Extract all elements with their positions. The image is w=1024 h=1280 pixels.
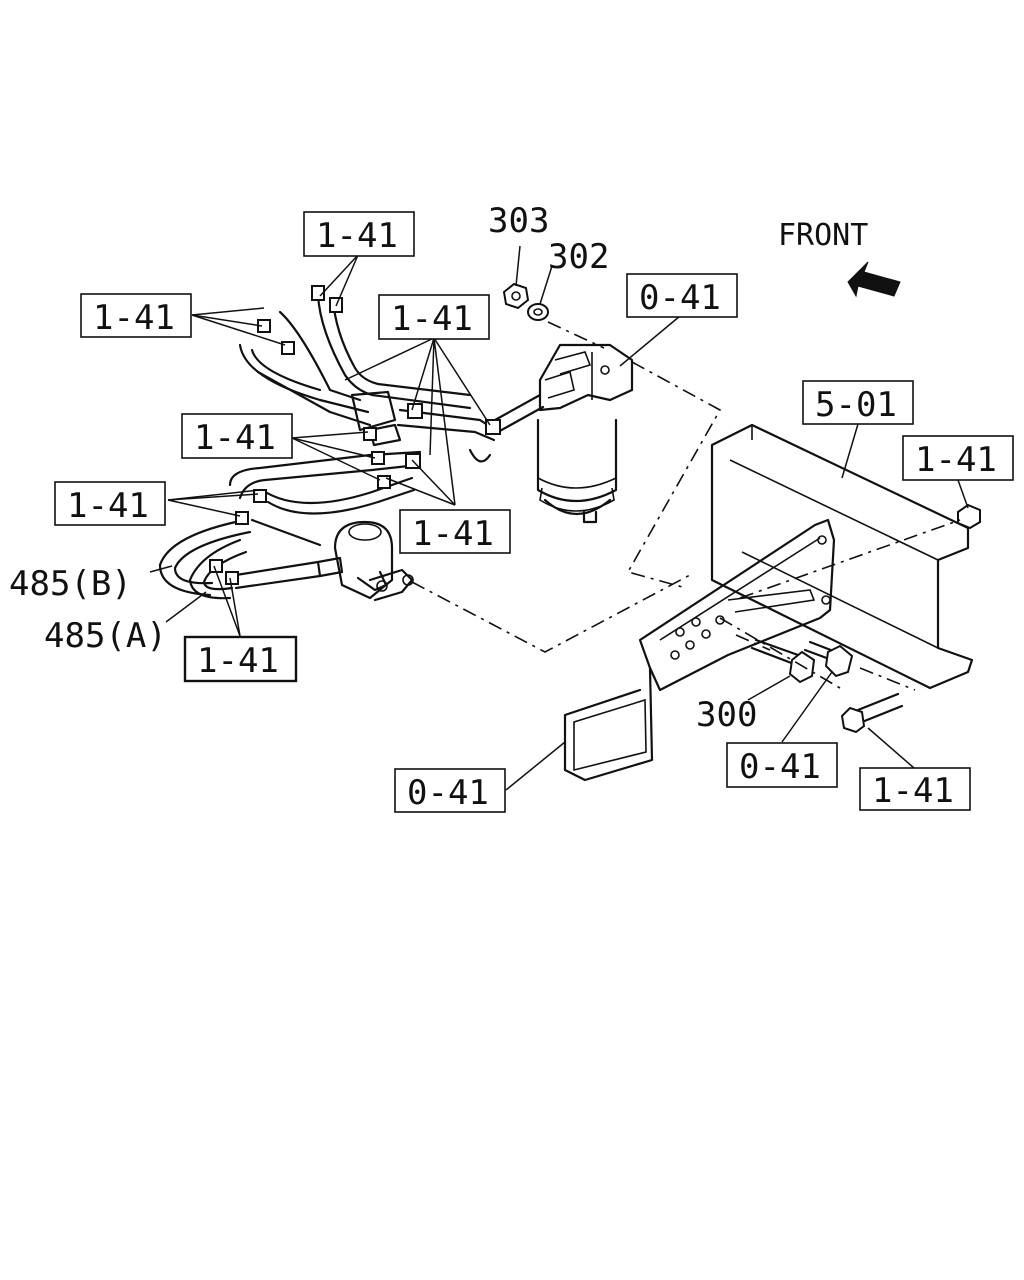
callout-left-lower[interactable]: 1-41	[54, 481, 166, 526]
callout-bolt-right[interactable]: 1-41	[859, 767, 971, 811]
part-number-300[interactable]: 300	[696, 695, 757, 735]
front-indicator: FRONT	[778, 218, 901, 298]
svg-text:0-41: 0-41	[407, 773, 489, 813]
filter-bracket	[563, 518, 836, 782]
washer-302-part	[527, 303, 549, 321]
front-label: FRONT	[778, 218, 868, 253]
alignment-lines	[411, 321, 961, 691]
part-number-302[interactable]: 302	[548, 237, 609, 277]
callout-top[interactable]: 1-41	[303, 211, 415, 257]
svg-text:1-41: 1-41	[391, 299, 473, 339]
callout-right-nut[interactable]: 1-41	[902, 435, 1014, 481]
leader-lines	[149, 245, 969, 791]
part-number-485a[interactable]: 485(A)	[44, 616, 167, 656]
svg-text:1-41: 1-41	[316, 216, 398, 256]
svg-text:1-41: 1-41	[67, 486, 149, 526]
callout-mid-upper[interactable]: 1-41	[378, 294, 490, 340]
svg-text:5-01: 5-01	[815, 385, 897, 425]
svg-text:1-41: 1-41	[194, 418, 276, 458]
callout-frame[interactable]: 5-01	[802, 380, 914, 425]
callout-bracket[interactable]: 0-41	[394, 768, 506, 813]
callout-bottom-left[interactable]: 1-41	[183, 635, 298, 683]
nut-303-part	[502, 282, 530, 310]
svg-text:1-41: 1-41	[197, 641, 279, 681]
front-arrow-icon	[847, 261, 901, 298]
chassis-frame	[710, 423, 974, 690]
callout-left-upper[interactable]: 1-41	[80, 293, 192, 338]
callout-filter[interactable]: 0-41	[626, 273, 738, 318]
part-number-485b[interactable]: 485(B)	[9, 564, 132, 604]
bolt-300-part	[750, 638, 816, 684]
svg-text:1-41: 1-41	[872, 771, 954, 811]
fuel-hoses	[158, 293, 545, 600]
svg-text:1-41: 1-41	[915, 440, 997, 480]
part-number-303[interactable]: 303	[488, 201, 549, 241]
callout-mid-left[interactable]: 1-41	[181, 413, 293, 459]
svg-text:1-41: 1-41	[93, 298, 175, 338]
frame-nut-part	[957, 503, 981, 530]
bolt-1-41-part	[840, 692, 904, 734]
svg-text:1-41: 1-41	[412, 514, 494, 554]
priming-pump	[316, 520, 414, 602]
callout-mid-lower[interactable]: 1-41	[399, 509, 511, 554]
bolt-0-41-part	[803, 640, 854, 678]
svg-text:0-41: 0-41	[739, 747, 821, 787]
svg-text:0-41: 0-41	[639, 278, 721, 318]
callout-bolt-mid[interactable]: 0-41	[726, 742, 838, 788]
fuel-filter	[536, 343, 634, 524]
